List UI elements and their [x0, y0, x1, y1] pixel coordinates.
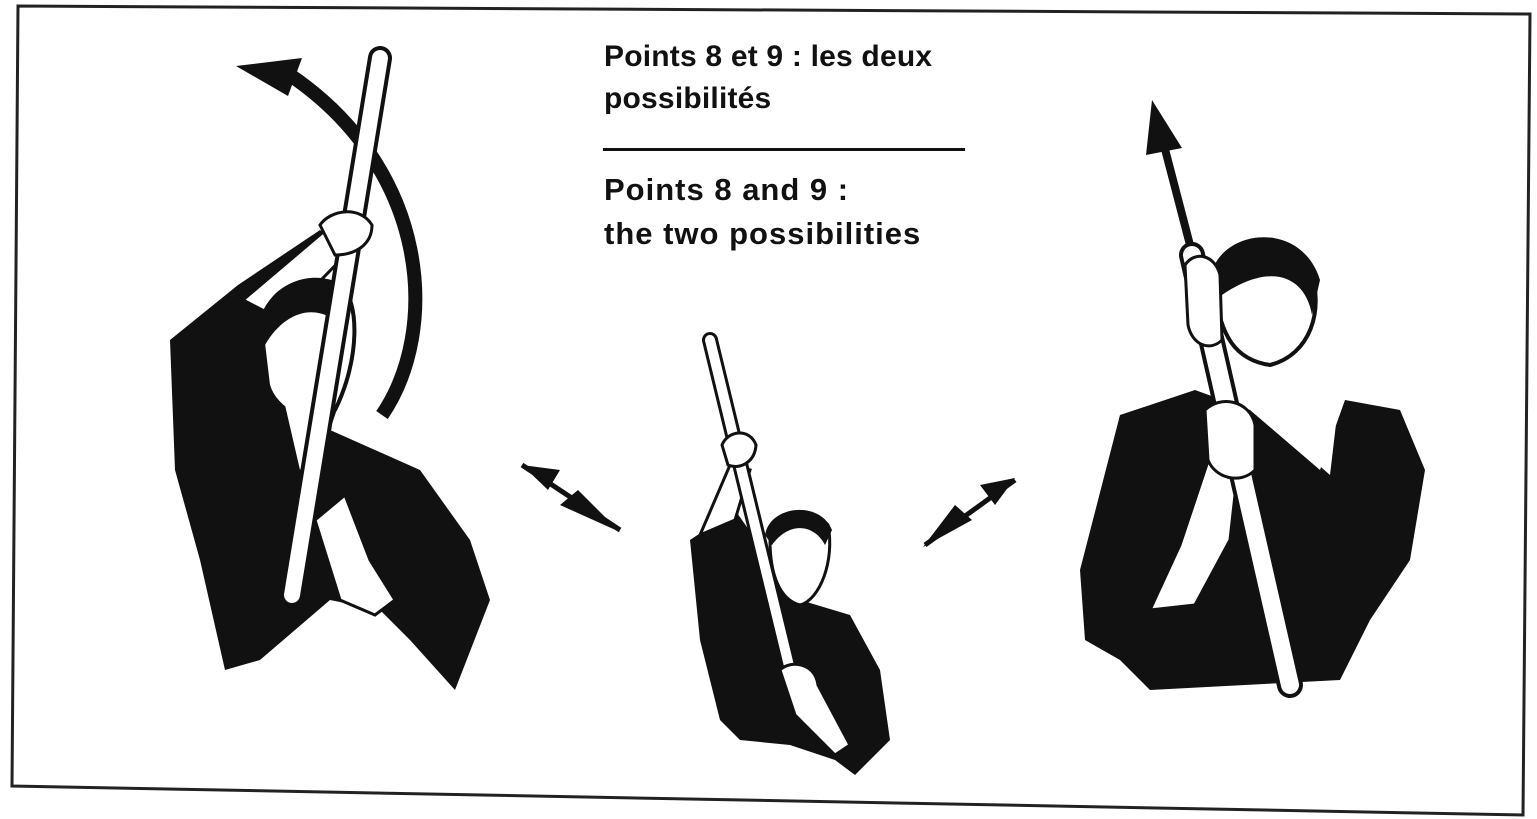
arrowhead-icon [923, 505, 972, 547]
figure-center [522, 340, 890, 775]
caption-english-line-1: Points 8 and 9 : [604, 168, 984, 212]
caption-english-line-2: the two possibilities [604, 212, 984, 256]
arrowhead-icon [1146, 100, 1182, 155]
upper-hand-center [722, 433, 756, 466]
caption-french-line-2: possibilités [604, 78, 984, 120]
figure-right [923, 100, 1425, 690]
lower-hand-right [1205, 402, 1255, 479]
caption-french-line-1: Points 8 et 9 : les deux [604, 36, 984, 78]
caption-french: Points 8 et 9 : les deux possibilités [604, 36, 984, 120]
figure-left [170, 58, 490, 690]
caption-english: Points 8 and 9 : the two possibilities [604, 168, 984, 256]
arrowhead-icon [236, 58, 302, 96]
caption-divider [603, 148, 965, 151]
upper-hand-right [1185, 256, 1222, 346]
